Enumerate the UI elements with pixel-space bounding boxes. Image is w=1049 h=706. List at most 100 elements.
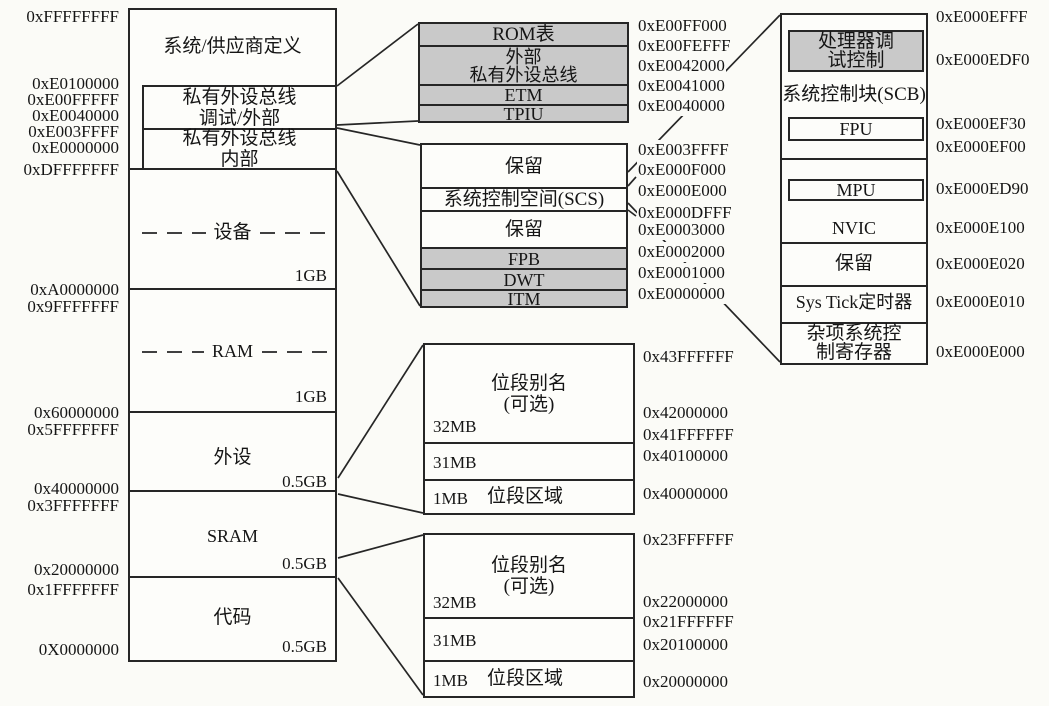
address-label: 0xE000E100 <box>935 218 1026 238</box>
address-label: 0x42000000 <box>642 403 729 423</box>
ppb-debug-line2: 调试/外部 <box>198 107 281 129</box>
row-fpb: FPB <box>422 247 626 269</box>
address-label: 0x9FFFFFFF <box>0 297 120 317</box>
address-label: 0xE0100000 <box>0 74 120 94</box>
mpu-label: MPU <box>836 180 876 200</box>
address-label: 0xE000F000 <box>637 160 727 180</box>
address-label: 0xE003FFFF <box>0 122 120 142</box>
address-label: 0xDFFFFFFF <box>0 160 120 180</box>
address-label: 0xE000E020 <box>935 254 1026 274</box>
size-label: 31MB <box>433 631 477 650</box>
rom-table-label: ROM表 <box>492 24 555 45</box>
row-bitband-alias: 位段别名 (可选) <box>425 535 633 617</box>
size-label: 1MB <box>433 489 468 508</box>
row-reserved: 保留 <box>834 253 873 274</box>
address-label: 0xE000ED90 <box>935 179 1030 199</box>
itm-label: ITM <box>507 288 541 309</box>
row-31mb <box>425 617 633 660</box>
address-label: 0x5FFFFFFF <box>0 420 120 440</box>
address-label: 0xE0000000 <box>0 138 120 158</box>
row-tpiu: TPIU <box>420 103 627 124</box>
address-label: 0xE0040000 <box>637 96 726 116</box>
address-label: 0xE00FFFFF <box>0 90 120 110</box>
section-code: 代码 <box>213 607 252 628</box>
bitband-region-label: 位段区域 <box>487 668 564 689</box>
external-ppb-line1: 外部 <box>505 46 542 67</box>
ppb-inset-box: 私有外设总线 调试/外部 私有外设总线 内部 <box>142 85 337 170</box>
sram-bitband-box: 位段别名 (可选) 32MB 31MB 1MB 位段区域 <box>423 533 635 698</box>
scb-label: 系统控制块(SCB) <box>782 84 926 105</box>
address-label: 0x60000000 <box>0 403 120 423</box>
row-dwt: DWT <box>422 268 626 290</box>
ppb-external-detail-box: ROM表 外部 私有外设总线 ETM TPIU <box>418 22 629 124</box>
bitband-alias-line1: 位段别名 <box>490 555 567 576</box>
address-label: 0x20100000 <box>642 635 729 655</box>
address-label: 0X0000000 <box>0 640 120 660</box>
address-label: 0x1FFFFFFF <box>0 580 120 600</box>
row-reserved-mid: 保留 <box>422 210 626 247</box>
section-device: 设备 <box>213 222 252 243</box>
address-label: 0x3FFFFFFF <box>0 496 120 516</box>
external-ppb-line2: 私有外设总线 <box>469 64 578 85</box>
reserved-label: 保留 <box>504 219 543 240</box>
size-label: 0.5GB <box>282 554 327 573</box>
size-label: 32MB <box>433 593 477 612</box>
debug-control-line1: 处理器调 <box>817 31 894 52</box>
row-systick: Sys Tick定时器 <box>795 292 913 312</box>
address-label: 0xE00FEFFF <box>637 36 732 56</box>
scs-label: 系统控制空间(SCS) <box>443 189 605 210</box>
row-debug-control: 处理器调 试控制 <box>788 30 924 72</box>
address-label: 0xE000EFFF <box>935 7 1029 27</box>
misc-control-line2: 制寄存器 <box>815 341 892 363</box>
divider <box>130 576 335 578</box>
reserved-label: 保留 <box>504 155 543 177</box>
row-bitband-alias: 位段别名 (可选) <box>425 345 633 442</box>
ppb-debug-line1: 私有外设总线 <box>182 86 297 108</box>
row-nvic: NVIC <box>832 218 876 238</box>
row-fpu: FPU <box>788 117 924 141</box>
bitband-region-label: 位段区域 <box>487 486 564 507</box>
size-label: 32MB <box>433 417 477 436</box>
etm-label: ETM <box>504 85 543 105</box>
row-misc-control: 杂项系统控 制寄存器 <box>782 322 926 363</box>
row-rom-table: ROM表 <box>420 24 627 45</box>
address-label: 0x23FFFFFF <box>642 530 735 550</box>
row-external-ppb: 外部 私有外设总线 <box>420 45 627 84</box>
size-label: 1MB <box>433 671 468 690</box>
size-label: 0.5GB <box>282 472 327 491</box>
section-ppb-debug-external: 私有外设总线 调试/外部 <box>144 86 335 129</box>
bitband-alias-line2: (可选) <box>503 576 555 597</box>
divider <box>130 490 335 492</box>
address-label: 0xE00FF000 <box>637 16 728 36</box>
address-label: 0xFFFFFFFF <box>0 7 120 27</box>
address-label: 0xE000EF00 <box>935 137 1027 157</box>
address-label: 0x40000000 <box>642 484 729 504</box>
size-label: 1GB <box>294 266 327 285</box>
address-label: 0x41FFFFFF <box>642 425 735 445</box>
size-label: 1GB <box>294 387 327 406</box>
address-label: 0xE000EF30 <box>935 114 1027 134</box>
address-label: 0x43FFFFFF <box>642 347 735 367</box>
row-reserved-top: 保留 <box>422 145 626 187</box>
dwt-label: DWT <box>503 269 545 290</box>
fpb-label: FPB <box>507 248 541 269</box>
address-label: 0xE0042000 <box>637 56 726 76</box>
address-label: 0xE003FFFF <box>637 140 730 160</box>
ppb-internal-line2: 内部 <box>220 149 259 170</box>
divider <box>130 411 335 413</box>
ppb-internal-line1: 私有外设总线 <box>182 128 297 149</box>
address-label: 0xE000E000 <box>935 342 1026 362</box>
row-mpu: MPU <box>788 179 924 201</box>
row-itm: ITM <box>422 288 626 309</box>
debug-control-line2: 试控制 <box>827 50 885 71</box>
address-label: 0xE0001000 <box>637 263 726 283</box>
row-31mb <box>425 442 633 479</box>
row-scs: 系统控制空间(SCS) <box>422 187 626 210</box>
peripheral-bitband-box: 位段别名 (可选) 32MB 31MB 1MB 位段区域 <box>423 343 635 515</box>
address-label: 0xE000E000 <box>637 181 728 201</box>
tpiu-label: TPIU <box>503 103 544 124</box>
address-label: 0x21FFFFFF <box>642 612 735 632</box>
ppb-internal-detail-box: 保留 系统控制空间(SCS) 保留 FPB DWT ITM <box>420 143 628 309</box>
address-label: 0xE0041000 <box>637 76 726 96</box>
main-memory-map: 系统/供应商定义 私有外设总线 调试/外部 私有外设总线 内部 设备 1GB R… <box>128 8 337 662</box>
